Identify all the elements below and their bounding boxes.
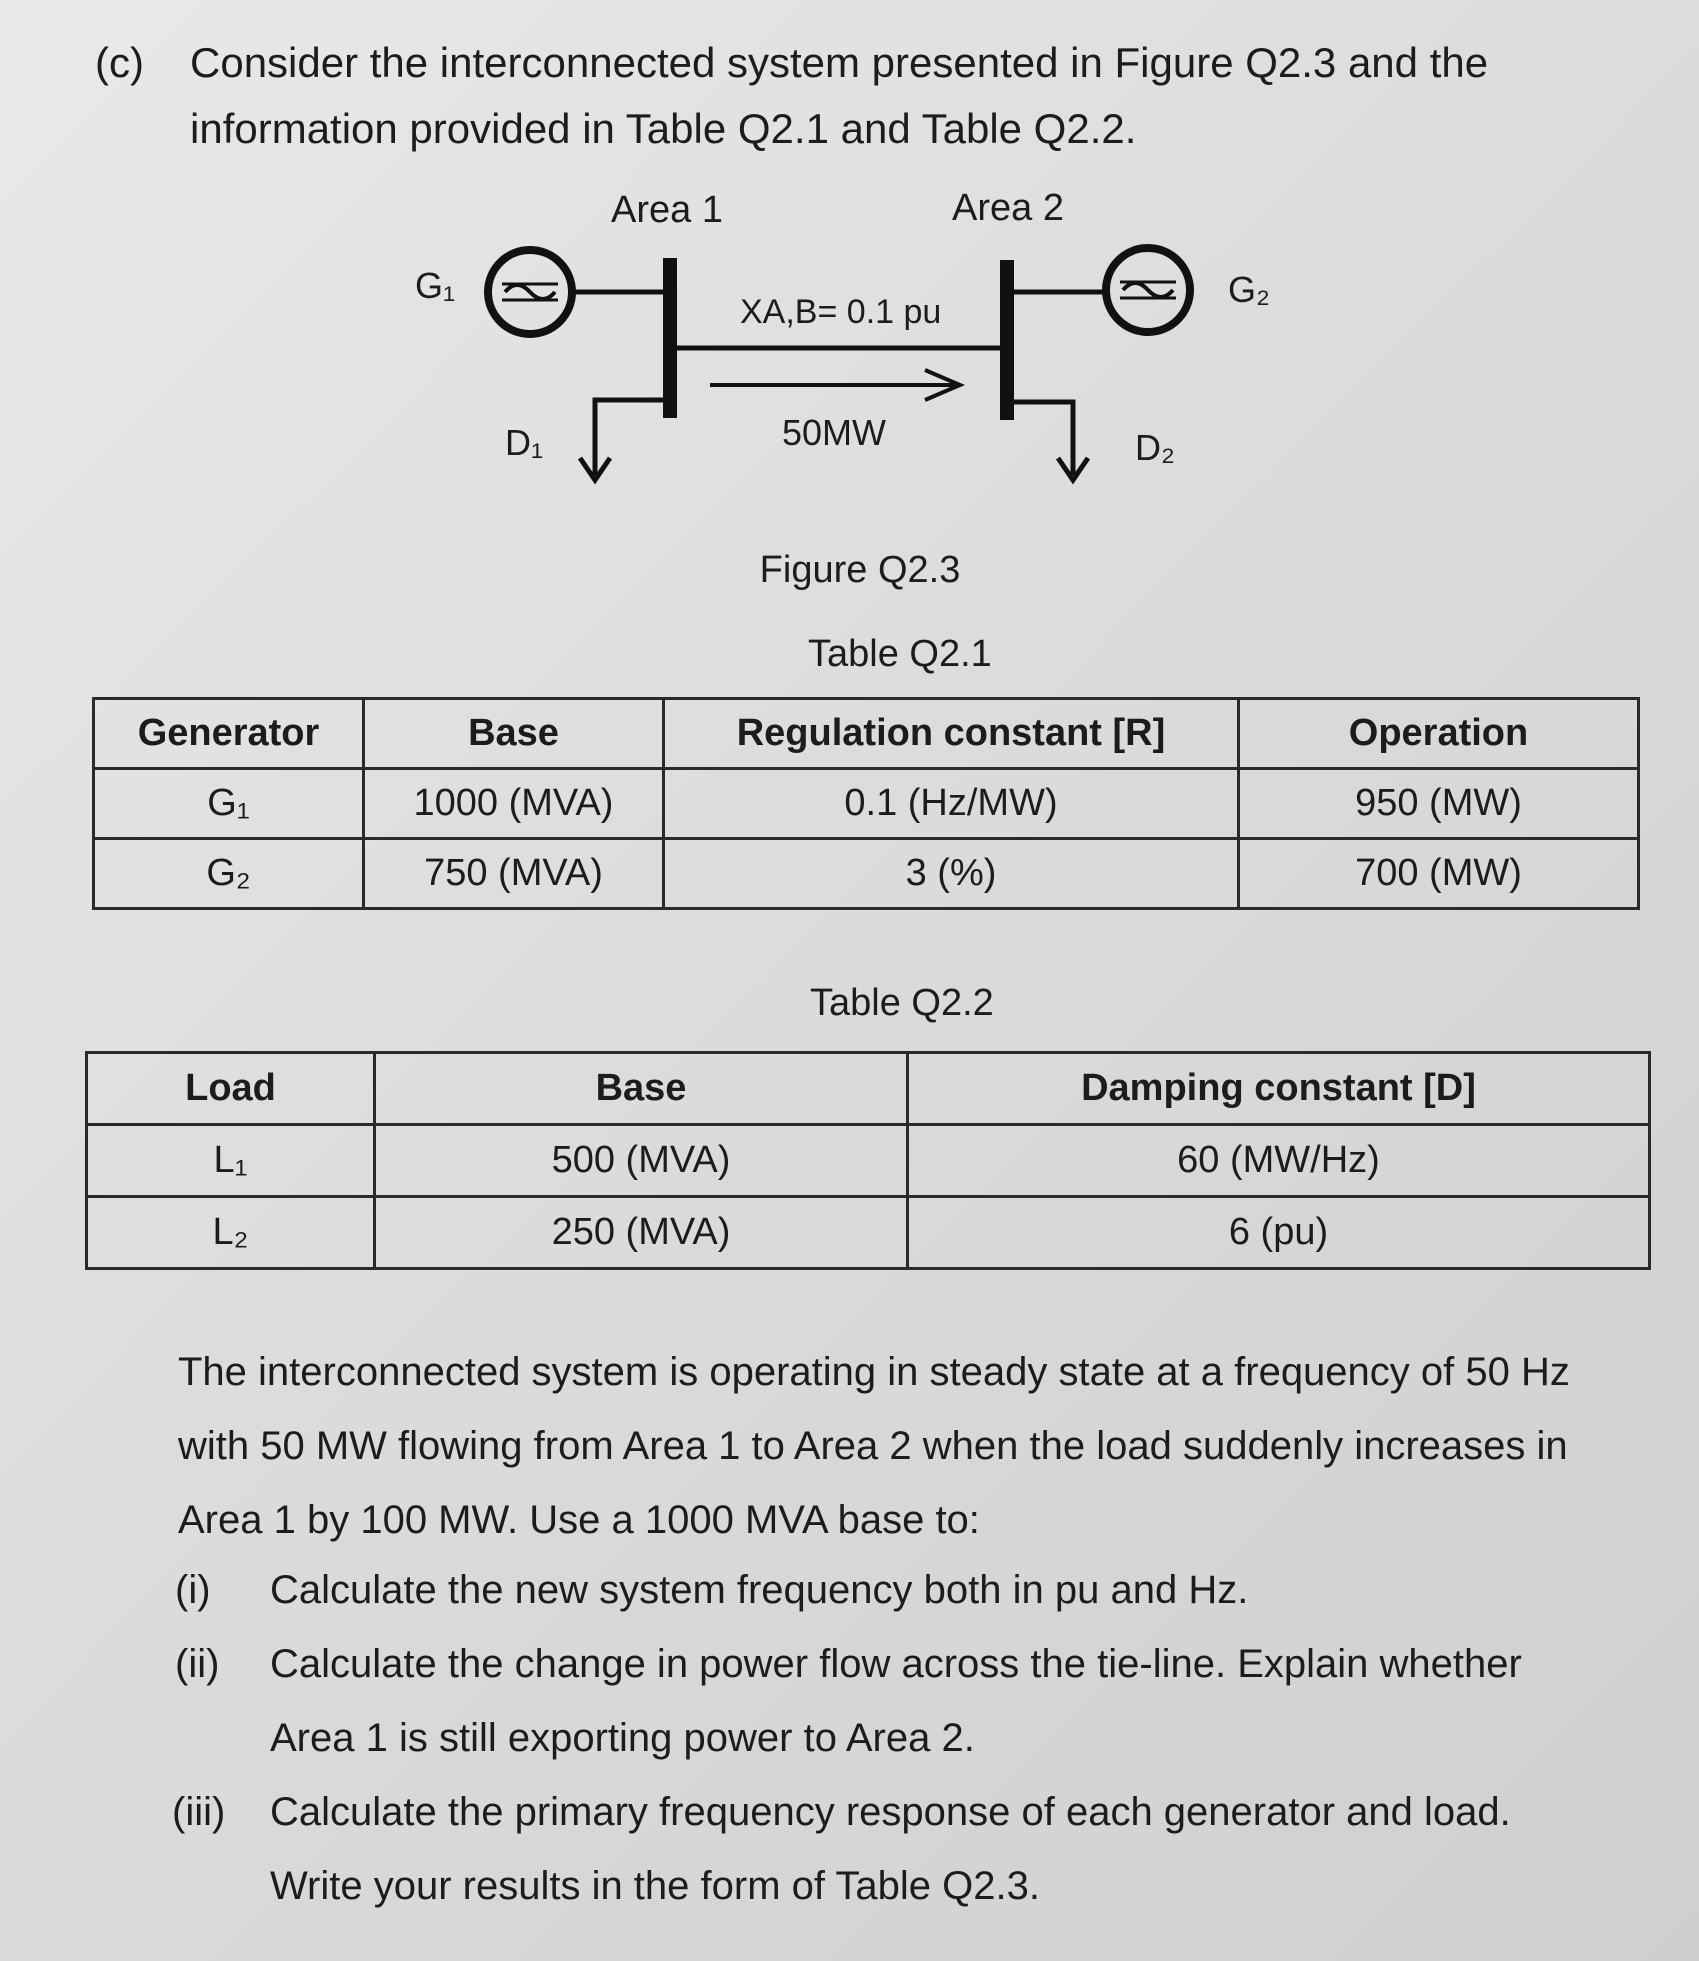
part-label: (c): [95, 39, 144, 86]
col-damping: Damping constant [D]: [906, 1051, 1651, 1126]
bus-b: [1000, 260, 1014, 420]
question-text: Calculate the primary frequency response…: [270, 1790, 1511, 1834]
power-flow-arrowhead-icon: [924, 368, 966, 402]
col-regulation: Regulation constant [R]: [662, 697, 1240, 770]
table-row: L₂ 250 (MVA) 6 (pu): [85, 1195, 1651, 1270]
question-text-cont: Write your results in the form of Table …: [270, 1864, 1040, 1908]
question-i: (i) Calculate the new system frequency b…: [175, 1553, 1635, 1627]
cell: 0.1 (Hz/MW): [662, 767, 1240, 840]
paragraph-line-1: The interconnected system is operating i…: [178, 1350, 1570, 1394]
intro-line-1: Consider the interconnected system prese…: [190, 39, 1489, 86]
question-number: (iii): [172, 1790, 226, 1834]
cell: 950 (MW): [1237, 767, 1640, 840]
cell: 6 (pu): [906, 1195, 1651, 1270]
bus-a: [663, 258, 677, 418]
load-d1-arrow-icon: [577, 456, 613, 485]
table-row: G₂ 750 (MVA) 3 (%) 700 (MW): [92, 837, 1640, 910]
paragraph-line-3: Area 1 by 100 MW. Use a 1000 MVA base to…: [178, 1498, 980, 1542]
col-base: Base: [373, 1051, 909, 1126]
figure-caption: Figure Q2.3: [760, 549, 961, 591]
generator-g1-icon: [484, 246, 576, 338]
table-q2-1-caption: Table Q2.1: [808, 633, 992, 675]
question-number: (i): [175, 1568, 211, 1612]
table-header-row: Load Base Damping constant [D]: [85, 1051, 1651, 1126]
question-ii: (ii) Calculate the change in power flow …: [175, 1627, 1635, 1775]
table-header-row: Generator Base Regulation constant [R] O…: [92, 697, 1640, 770]
col-base: Base: [362, 697, 665, 770]
load-d1-line: [592, 397, 663, 475]
d1-label: D₁: [505, 422, 543, 463]
question-intro: (c) Consider the interconnected system pr…: [95, 30, 1488, 162]
load-d2-arrow-icon: [1055, 456, 1091, 485]
cell: G₂: [92, 837, 365, 910]
g2-label: G₂: [1228, 269, 1270, 310]
table-row: L₁ 500 (MVA) 60 (MW/Hz): [85, 1123, 1651, 1198]
cell: 700 (MW): [1237, 837, 1640, 910]
area-2-label: Area 2: [952, 187, 1064, 229]
cell: 1000 (MVA): [362, 767, 665, 840]
cell: 60 (MW/Hz): [906, 1123, 1651, 1198]
question-number: (ii): [175, 1642, 220, 1686]
cell: 3 (%): [662, 837, 1240, 910]
area-1-label: Area 1: [611, 189, 723, 231]
load-d2-line: [1014, 399, 1076, 475]
flow-label: 50MW: [782, 412, 886, 453]
table-q2-2-caption: Table Q2.2: [810, 982, 994, 1024]
paragraph-line-2: with 50 MW flowing from Area 1 to Area 2…: [178, 1424, 1568, 1468]
question-text: Calculate the new system frequency both …: [270, 1568, 1249, 1612]
col-generator: Generator: [92, 697, 365, 770]
d2-label: D₂: [1135, 427, 1175, 468]
question-text: Calculate the change in power flow acros…: [270, 1642, 1522, 1686]
question-text-cont: Area 1 is still exporting power to Area …: [270, 1716, 975, 1760]
figure-q2-3: Area 1 Area 2 G₁ D₁ XA,B= 0.1 pu 50MW G₂…: [415, 187, 1270, 591]
cell: 750 (MVA): [362, 837, 665, 910]
cell: L₂: [85, 1195, 376, 1270]
cell: 250 (MVA): [373, 1195, 909, 1270]
scenario-paragraph: The interconnected system is operating i…: [178, 1335, 1638, 1557]
g1-label: G₁: [415, 265, 455, 306]
col-operation: Operation: [1237, 697, 1640, 770]
cell: 500 (MVA): [373, 1123, 909, 1198]
reactance-label: XA,B= 0.1 pu: [740, 293, 941, 331]
col-load: Load: [85, 1051, 376, 1126]
question-iii: (iii) Calculate the primary frequency re…: [172, 1775, 1632, 1923]
table-q2-1: Generator Base Regulation constant [R] O…: [92, 697, 1640, 910]
table-q2-2: Load Base Damping constant [D] L₁ 500 (M…: [85, 1051, 1651, 1270]
generator-g2-icon: [1102, 244, 1194, 336]
intro-line-2: information provided in Table Q2.1 and T…: [190, 105, 1137, 152]
cell: G₁: [92, 767, 365, 840]
cell: L₁: [85, 1123, 376, 1198]
table-row: G₁ 1000 (MVA) 0.1 (Hz/MW) 950 (MW): [92, 767, 1640, 840]
